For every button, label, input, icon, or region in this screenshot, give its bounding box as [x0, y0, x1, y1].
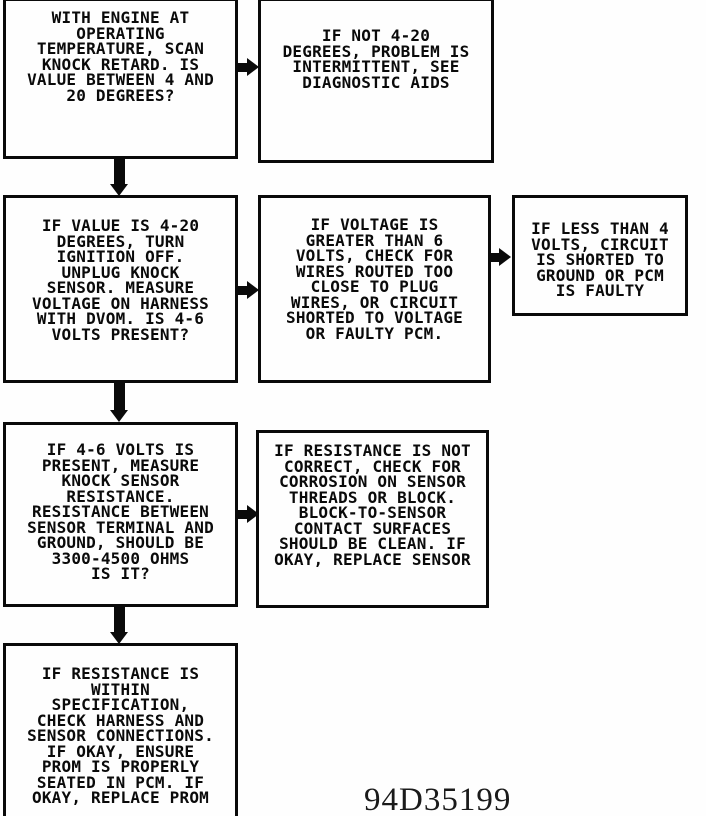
arrow-down-icon — [110, 605, 128, 644]
box-text-scan-knock-retard: WITH ENGINE AT OPERATING TEMPERATURE, SC… — [27, 8, 214, 105]
flowchart-box-not-4-20-degrees: IF NOT 4-20 DEGREES, PROBLEM IS INTERMIT… — [258, 0, 494, 163]
flowchart-box-resistance-within-spec: IF RESISTANCE IS WITHIN SPECIFICATION, C… — [3, 643, 238, 816]
arrow-head — [247, 58, 259, 76]
arrow-down-icon — [110, 382, 128, 422]
arrow-shaft — [113, 157, 125, 184]
box-text-not-4-20-degrees: IF NOT 4-20 DEGREES, PROBLEM IS INTERMIT… — [282, 26, 470, 92]
arrow-shaft — [236, 285, 247, 295]
flowchart-box-measure-voltage: IF VALUE IS 4-20 DEGREES, TURN IGNITION … — [3, 195, 238, 383]
arrow-head — [110, 632, 128, 644]
flowchart-box-scan-knock-retard: WITH ENGINE AT OPERATING TEMPERATURE, SC… — [3, 0, 238, 159]
box-text-measure-voltage: IF VALUE IS 4-20 DEGREES, TURN IGNITION … — [32, 216, 209, 344]
arrow-head — [247, 505, 259, 523]
arrow-right-icon — [236, 281, 259, 299]
arrow-right-icon — [488, 248, 511, 266]
arrow-head — [247, 281, 259, 299]
arrow-shaft — [236, 62, 247, 72]
arrow-right-icon — [236, 505, 259, 523]
arrow-down-icon — [110, 157, 128, 196]
arrow-shaft — [488, 252, 499, 262]
box-text-measure-resistance: IF 4-6 VOLTS IS PRESENT, MEASURE KNOCK S… — [27, 440, 214, 583]
arrow-head — [110, 410, 128, 422]
arrow-shaft — [113, 605, 125, 632]
box-text-resistance-incorrect: IF RESISTANCE IS NOT CORRECT, CHECK FOR … — [274, 441, 471, 569]
figure-code: 94D35199 — [364, 782, 512, 816]
box-text-voltage-high: IF VOLTAGE IS GREATER THAN 6 VOLTS, CHEC… — [286, 215, 463, 343]
box-text-resistance-within-spec: IF RESISTANCE IS WITHIN SPECIFICATION, C… — [27, 664, 214, 807]
arrow-head — [110, 184, 128, 196]
arrow-shaft — [236, 509, 247, 519]
arrow-shaft — [113, 382, 125, 410]
flowchart-box-measure-resistance: IF 4-6 VOLTS IS PRESENT, MEASURE KNOCK S… — [3, 422, 238, 607]
flowchart-box-resistance-incorrect: IF RESISTANCE IS NOT CORRECT, CHECK FOR … — [256, 430, 489, 608]
arrow-right-icon — [236, 58, 259, 76]
arrow-head — [499, 248, 511, 266]
flowchart-box-voltage-low: IF LESS THAN 4 VOLTS, CIRCUIT IS SHORTED… — [512, 195, 688, 316]
flowchart-box-voltage-high: IF VOLTAGE IS GREATER THAN 6 VOLTS, CHEC… — [258, 195, 491, 383]
box-text-voltage-low: IF LESS THAN 4 VOLTS, CIRCUIT IS SHORTED… — [531, 219, 669, 300]
